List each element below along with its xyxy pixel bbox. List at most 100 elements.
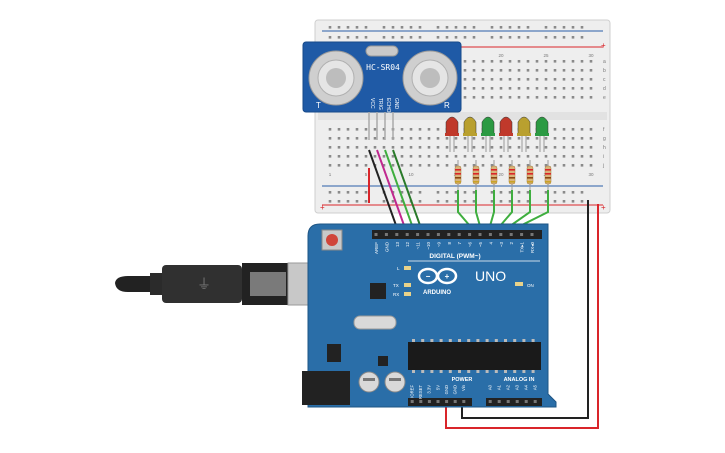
digital-pin-hole[interactable] (499, 233, 503, 236)
resistor[interactable] (454, 160, 462, 190)
resistor[interactable] (490, 160, 498, 190)
grid-hole (589, 69, 593, 72)
digital-pin-hole[interactable] (520, 233, 524, 236)
analog-pin-label: A5 (533, 384, 538, 390)
grid-hole (517, 96, 521, 99)
5v-wire[interactable] (445, 204, 599, 429)
digital-pin-hole[interactable] (416, 233, 420, 236)
digital-pin-hole[interactable] (530, 233, 534, 236)
grid-hole (526, 96, 530, 99)
grid-hole (544, 146, 548, 149)
power-pin-hole[interactable] (410, 400, 414, 403)
grid-hole (535, 146, 539, 149)
power-pin-hole[interactable] (445, 400, 449, 403)
grid-hole (436, 164, 440, 167)
led-yellow[interactable] (517, 116, 531, 152)
digital-pin-hole[interactable] (436, 233, 440, 236)
rail-hole (445, 36, 449, 39)
rail-hole (553, 26, 557, 29)
ultrasonic-sensor[interactable]: HC-SR04 T R VCC TRIG ECHO GND (302, 41, 462, 140)
power-jack[interactable] (302, 371, 350, 405)
gnd-return-wire[interactable] (461, 200, 589, 419)
power-pin-hole[interactable] (462, 400, 466, 403)
digital-pin-hole[interactable] (447, 233, 451, 236)
grid-hole (535, 137, 539, 140)
led-red[interactable] (499, 116, 513, 152)
grid-hole (526, 60, 530, 63)
rail-hole (328, 36, 332, 39)
rail-hole (499, 200, 503, 203)
digital-pin-hole[interactable] (426, 233, 430, 236)
power-pin-hole[interactable] (436, 400, 440, 403)
grid-hole (445, 146, 449, 149)
resistor[interactable] (544, 160, 552, 190)
digital-pin-label: ~5 (478, 242, 483, 248)
grid-hole (571, 164, 575, 167)
power-pin-hole[interactable] (427, 400, 431, 403)
digital-pin-hole[interactable] (468, 233, 472, 236)
rail-hole (382, 200, 386, 203)
analog-pin-hole[interactable] (506, 400, 510, 403)
analog-pin-hole[interactable] (497, 400, 501, 403)
rail-hole (391, 36, 395, 39)
analog-pin-hole[interactable] (524, 400, 528, 403)
l-led (404, 266, 411, 270)
grid-hole (373, 155, 377, 158)
led-green[interactable] (481, 116, 495, 152)
digital-pin-hole[interactable] (374, 233, 378, 236)
row-letter: d (603, 86, 606, 92)
digital-pin-hole[interactable] (478, 233, 482, 236)
grid-hole (499, 69, 503, 72)
grid-hole (472, 78, 476, 81)
grid-hole (445, 137, 449, 140)
usb-cable[interactable]: ⏚ (115, 262, 335, 306)
rail-hole (562, 191, 566, 194)
grid-hole (391, 146, 395, 149)
grid-hole (490, 78, 494, 81)
grid-hole (436, 146, 440, 149)
grid-hole (382, 137, 386, 140)
analog-pin-hole[interactable] (515, 400, 519, 403)
grid-hole (562, 155, 566, 158)
digital-pin-hole[interactable] (405, 233, 409, 236)
led-yellow[interactable] (463, 116, 477, 152)
grid-hole (337, 164, 341, 167)
rail-hole (508, 191, 512, 194)
power-pin-hole[interactable] (453, 400, 457, 403)
analog-pin-hole[interactable] (533, 400, 537, 403)
led-green[interactable] (535, 116, 549, 152)
grid-hole (517, 69, 521, 72)
power-pin-hole[interactable] (419, 400, 423, 403)
rail-hole (508, 26, 512, 29)
rail-hole (436, 200, 440, 203)
analog-pin-hole[interactable] (488, 400, 492, 403)
grid-hole (589, 96, 593, 99)
digital-pin-label: 13 (395, 242, 400, 248)
digital-pin-hole[interactable] (384, 233, 388, 236)
analog-pin-label: A4 (524, 384, 529, 390)
rail-hole (436, 26, 440, 29)
digital-header (372, 230, 542, 239)
grid-hole (526, 164, 530, 167)
reset-button-cap[interactable] (326, 234, 338, 246)
chip-pins (412, 339, 535, 373)
led-red[interactable] (445, 116, 459, 152)
resistor[interactable] (472, 160, 480, 190)
grid-hole (490, 87, 494, 90)
digital-pin-hole[interactable] (488, 233, 492, 236)
resistor[interactable] (526, 160, 534, 190)
grid-hole (508, 155, 512, 158)
digital-pin-hole[interactable] (457, 233, 461, 236)
grid-hole (463, 146, 467, 149)
grid-hole (553, 146, 557, 149)
rail-hole (454, 36, 458, 39)
resistor[interactable] (508, 160, 516, 190)
power-pin-label: GND (453, 385, 458, 394)
grid-hole (526, 137, 530, 140)
sensor-pin-echo: ECHO (385, 98, 391, 113)
rail-hole (571, 26, 575, 29)
digital-pin-hole[interactable] (509, 233, 513, 236)
digital-pin-hole[interactable] (395, 233, 399, 236)
rail-hole (436, 191, 440, 194)
